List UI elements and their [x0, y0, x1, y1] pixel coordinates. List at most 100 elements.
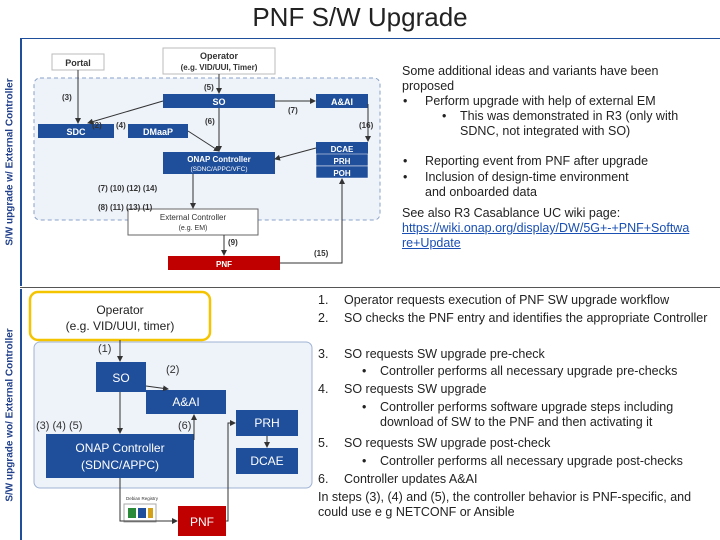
pnf-box-bottom	[178, 506, 226, 536]
sdc-label: SDC	[66, 127, 86, 137]
dmaap-label: DMaaP	[143, 127, 173, 137]
label-1-bottom: (1)	[98, 343, 111, 355]
label-15: (15)	[314, 249, 329, 258]
step-4-num: 4.	[318, 382, 329, 396]
external-controller-label: External Controller	[160, 213, 227, 222]
notes-intro: Some additional ideas and variants have …	[402, 64, 659, 93]
label-6: (6)	[205, 117, 215, 126]
steps-list: 1. Operator requests execution of PNF SW…	[316, 293, 718, 533]
so-label: SO	[212, 97, 225, 107]
pnf-label-bottom: PNF	[190, 515, 214, 529]
step-2-text: SO checks the PNF entry and identifies t…	[344, 311, 708, 325]
label-8-11-13-1: (8) (11) (13) (1)	[98, 203, 153, 212]
arrow-pnf-prh-bottom	[226, 420, 236, 522]
prh-box-bottom	[236, 410, 298, 436]
arrow-dcae-controller	[274, 147, 317, 161]
step-4-text: SO requests SW upgrade	[344, 382, 487, 396]
step-3-num: 3.	[318, 347, 329, 361]
notes-see-also: See also R3 Casablance UC wiki page:	[402, 206, 621, 220]
operator-label-bottom: Operator	[96, 303, 143, 317]
label-3: (3)	[62, 93, 72, 102]
operator-sublabel: (e.g. VID/UUI, Timer)	[181, 63, 258, 72]
notes-bullet-2: Reporting event from PNF after upgrade	[425, 154, 649, 168]
aai-box-bottom	[146, 390, 226, 414]
onap-controller-sublabel-bottom: (SDNC/APPC)	[81, 458, 159, 472]
architecture-diagram-bottom: Operator (e.g. VID/UUI, timer) (1) (2) S…	[28, 290, 313, 536]
notes-bullet-3: Inclusion of design-time environment and…	[425, 170, 629, 199]
wiki-link[interactable]: https://wiki.onap.org/display/DW/5G+-+PN…	[402, 221, 690, 250]
onap-controller-label-bottom: ONAP Controller	[75, 441, 164, 455]
arrow-so-sdc	[87, 100, 164, 125]
notes-bullet-1: Perform upgrade with help of external EM	[425, 94, 656, 108]
so-label-bottom: SO	[112, 371, 129, 385]
so-box	[163, 94, 275, 108]
section-divider	[20, 287, 720, 288]
onap-controller-sublabel: (SDNC/APPC/VFC)	[190, 166, 247, 173]
title-rule	[20, 38, 720, 39]
step-2-num: 2.	[318, 311, 329, 325]
aai-label-bottom: A&AI	[172, 395, 199, 409]
sub-bullet-dot: •	[362, 400, 367, 414]
notes-sub-1: This was demonstrated in R3 (only with S…	[460, 109, 679, 138]
step-3-text: SO requests SW upgrade pre-check	[344, 347, 545, 361]
label-4: (4)	[116, 121, 126, 130]
external-controller-sublabel: (e.g. EM)	[179, 225, 208, 232]
section-label-without-controller: S/W upgrade wo/ External Controller	[4, 327, 16, 502]
arrow-pnf-prh	[280, 178, 345, 264]
so-box-bottom	[96, 362, 146, 392]
section-tab-without-controller: S/W upgrade wo/ External Controller	[0, 289, 22, 540]
step-3-sub: Controller performs all necessary upgrad…	[380, 364, 678, 378]
bullet-dot: •	[403, 154, 408, 168]
registry-icon-part	[138, 508, 146, 518]
step-5-sub: Controller performs all necessary upgrad…	[380, 454, 683, 468]
section-tab-with-controller: S/W upgrade w/ External Controller	[0, 38, 22, 286]
section-label-with-controller: S/W upgrade w/ External Controller	[4, 78, 16, 246]
bullet-dot: •	[403, 170, 408, 184]
step-6-text: Controller updates A&AI	[344, 472, 478, 486]
dmaap-box	[128, 124, 188, 138]
label-345-bottom: (3) (4) (5)	[36, 420, 82, 432]
onap-controller-box	[163, 152, 275, 174]
sub-bullet-dot: •	[442, 109, 447, 123]
registry-icon-part	[148, 508, 153, 518]
dcae-label-bottom: DCAE	[250, 454, 283, 468]
label-2-bottom: (2)	[166, 364, 179, 376]
page-title: PNF S/W Upgrade	[252, 2, 468, 32]
aai-label: A&AI	[331, 97, 353, 107]
registry-label: Debian Registry	[126, 496, 159, 501]
operator-box	[162, 47, 276, 75]
portal-label: Portal	[65, 58, 91, 68]
prh-label: PRH	[334, 157, 351, 166]
step-1-text: Operator requests execution of PNF SW up…	[344, 293, 670, 307]
operator-label: Operator	[200, 51, 239, 61]
pnf-box-top	[168, 256, 280, 270]
step-1-num: 1.	[318, 293, 329, 307]
bullet-dot: •	[403, 94, 408, 108]
label-7: (7)	[288, 106, 298, 115]
arrow-dmaap-controller	[187, 130, 220, 152]
architecture-diagram-top: Portal Operator (e.g. VID/UUI, Timer) SO…	[33, 47, 381, 270]
step-5-num: 5.	[318, 436, 329, 450]
label-9: (9)	[228, 238, 238, 247]
step-6-num: 6.	[318, 472, 329, 486]
arrow-controller-pnf-bottom	[119, 478, 178, 524]
steps-footnote: In steps (3), (4) and (5), the controlle…	[318, 490, 692, 519]
registry-icon-part	[128, 508, 136, 518]
arrow-so-aai-bottom	[145, 385, 169, 392]
external-controller-box	[127, 208, 259, 236]
onap-controller-box-bottom	[46, 434, 194, 478]
label-7-10-12-14: (7) (10) (12) (14)	[98, 184, 157, 193]
poh-label: POH	[333, 169, 351, 178]
onap-controller-label: ONAP Controller	[187, 155, 250, 164]
pnf-label-top: PNF	[216, 260, 232, 269]
aai-box	[316, 94, 368, 108]
dcae-box-bottom	[236, 448, 298, 474]
label-6-bottom: (6)	[178, 420, 191, 432]
notes-top: Some additional ideas and variants have …	[400, 64, 715, 264]
label-2: (2)	[92, 121, 102, 130]
sub-bullet-dot: •	[362, 454, 367, 468]
dcae-box	[316, 142, 368, 154]
step-4-sub: Controller performs software upgrade ste…	[380, 400, 674, 429]
step-5-text: SO requests SW upgrade post-check	[344, 436, 551, 450]
dcae-label: DCAE	[331, 145, 354, 154]
